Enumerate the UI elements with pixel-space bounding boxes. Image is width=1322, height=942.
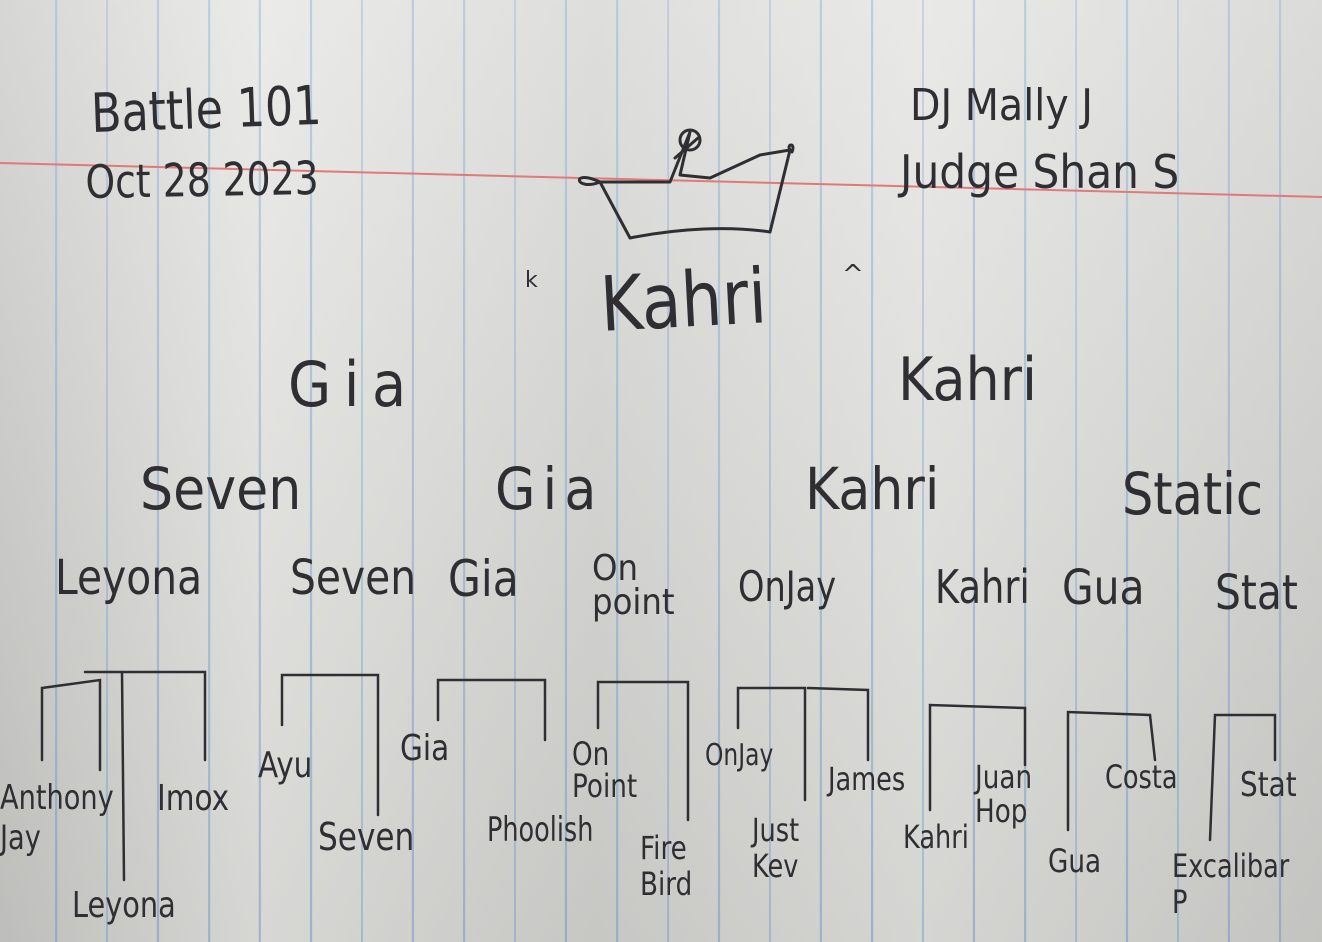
quarterfinal-5: OnJay <box>738 562 837 611</box>
semifinal-3: Kahri <box>805 455 940 523</box>
r1-name-just-kev: Just Kev <box>752 811 800 885</box>
r1-name-costa: Costa <box>1105 758 1178 796</box>
r1-name-onjay: OnJay <box>705 738 774 773</box>
quarterfinal-7: Gua <box>1062 560 1145 616</box>
r1-name-ayu: Ayu <box>258 745 313 786</box>
semifinal-4: Static <box>1122 460 1263 528</box>
r1-name-excalibar-p: Excalibar P <box>1172 847 1290 921</box>
champion-mark-left: k <box>525 268 538 293</box>
r1-name-phoolish: Phoolish <box>487 810 594 850</box>
quarterfinal-2: Seven <box>290 550 417 606</box>
dj-credit: DJ Mally J <box>910 80 1093 131</box>
r1-name-stat: Stat <box>1240 765 1297 805</box>
crown-icon <box>577 128 795 240</box>
quarterfinal-3: Gia <box>448 550 519 608</box>
r1-name-gua: Gua <box>1048 842 1102 880</box>
r1-name-imox: Imox <box>157 778 230 819</box>
semifinal-1: Seven <box>140 455 302 523</box>
quarterfinal-4: On point <box>592 548 675 623</box>
r1-name-leyona: Leyona <box>72 885 176 926</box>
r1-name-on-point: On Point <box>572 735 638 805</box>
r1-name-gia: Gia <box>400 728 450 769</box>
r1-name-kahri: Kahri <box>903 818 969 856</box>
quarterfinal-8: Stat <box>1215 565 1298 621</box>
quarterfinal-6: Kahri <box>935 560 1030 614</box>
champion-mark-right: ^ <box>842 260 864 290</box>
final-right: Kahri <box>898 345 1037 415</box>
semifinal-2: Gia <box>495 455 604 523</box>
r1-name-james: James <box>828 760 906 798</box>
quarterfinal-1: Leyona <box>55 550 203 606</box>
r1-name-juan-hop: Juan Hop <box>975 758 1033 830</box>
r1-name-anthony-jay: Anthony Jay <box>0 778 114 858</box>
r1-name-fire-bird: Fire Bird <box>640 829 693 903</box>
final-left: Gia <box>288 348 419 421</box>
r1-name-seven: Seven <box>318 815 415 859</box>
judge-credit: Judge Shan S <box>900 145 1180 199</box>
